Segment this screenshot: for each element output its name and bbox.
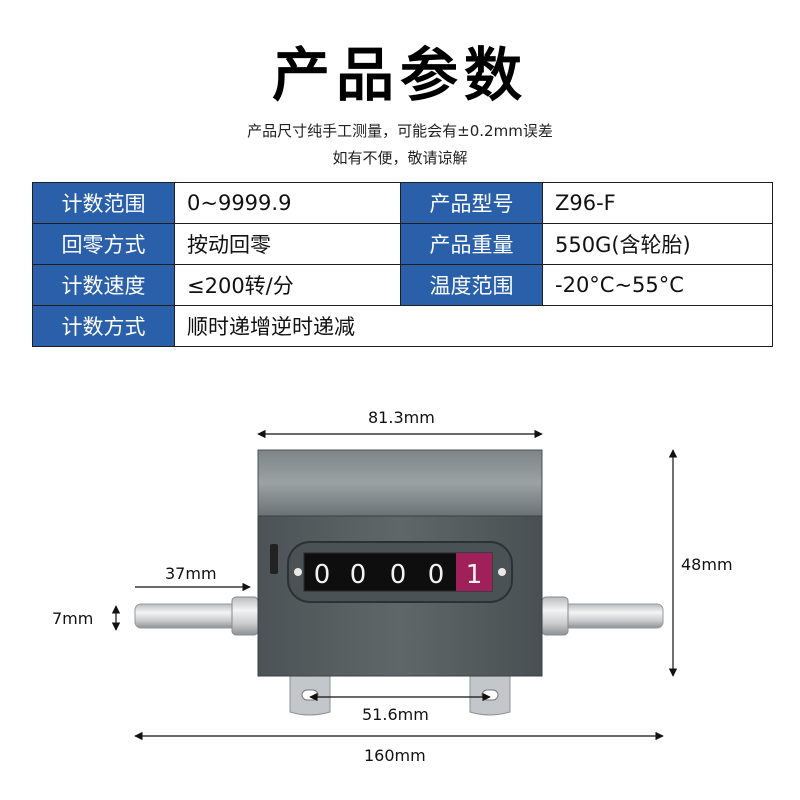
dim-shaft-length: 37mm — [165, 564, 217, 583]
spec-key: 产品重量 — [400, 223, 543, 265]
spec-row: 回零方式 按动回零 产品重量 550G(含轮胎) — [32, 223, 773, 265]
spec-value: Z96-F — [542, 182, 773, 224]
spec-row: 计数范围 0~9999.9 产品型号 Z96-F — [32, 182, 773, 224]
mounting-foot-right — [469, 667, 511, 716]
page-title: 产品参数 — [271, 41, 528, 109]
counter-digit: 0 — [428, 560, 445, 590]
dim-height: 48mm — [681, 555, 733, 574]
spec-key: 回零方式 — [32, 223, 175, 265]
spec-value: 顺时递增逆时递减 — [174, 305, 773, 347]
dim-shaft-dia: 7mm — [52, 609, 94, 628]
apology-note: 如有不便，敬请谅解 — [332, 149, 468, 167]
spec-key: 产品型号 — [400, 182, 543, 224]
dim-total-length: 160mm — [364, 746, 426, 765]
shaft-collar-left — [231, 596, 259, 636]
spec-key: 温度范围 — [400, 264, 543, 306]
spec-value: 按动回零 — [174, 223, 401, 265]
spec-table: 计数范围 0~9999.9 产品型号 Z96-F 回零方式 按动回零 产品重量 … — [32, 182, 773, 347]
shaft-collar-right — [541, 596, 569, 636]
dim-mount-spacing: 51.6mm — [362, 705, 429, 724]
dim-top-width: 81.3mm — [368, 408, 435, 427]
counter-digit: 1 — [466, 560, 483, 590]
counter-digit: 0 — [390, 560, 407, 590]
spec-key: 计数方式 — [32, 305, 175, 347]
measurement-note: 产品尺寸纯手工测量，可能会有±0.2mm误差 — [247, 122, 553, 140]
counter-body — [257, 449, 543, 677]
spec-value: -20°C~55°C — [542, 264, 773, 306]
spec-value: 0~9999.9 — [174, 182, 401, 224]
spec-key: 计数速度 — [32, 264, 175, 306]
counter-digit: 0 — [314, 560, 331, 590]
spec-row: 计数方式 顺时递增逆时递减 — [32, 305, 773, 347]
spec-value: 550G(含轮胎) — [542, 223, 773, 265]
counter-digit: 0 — [350, 560, 367, 590]
